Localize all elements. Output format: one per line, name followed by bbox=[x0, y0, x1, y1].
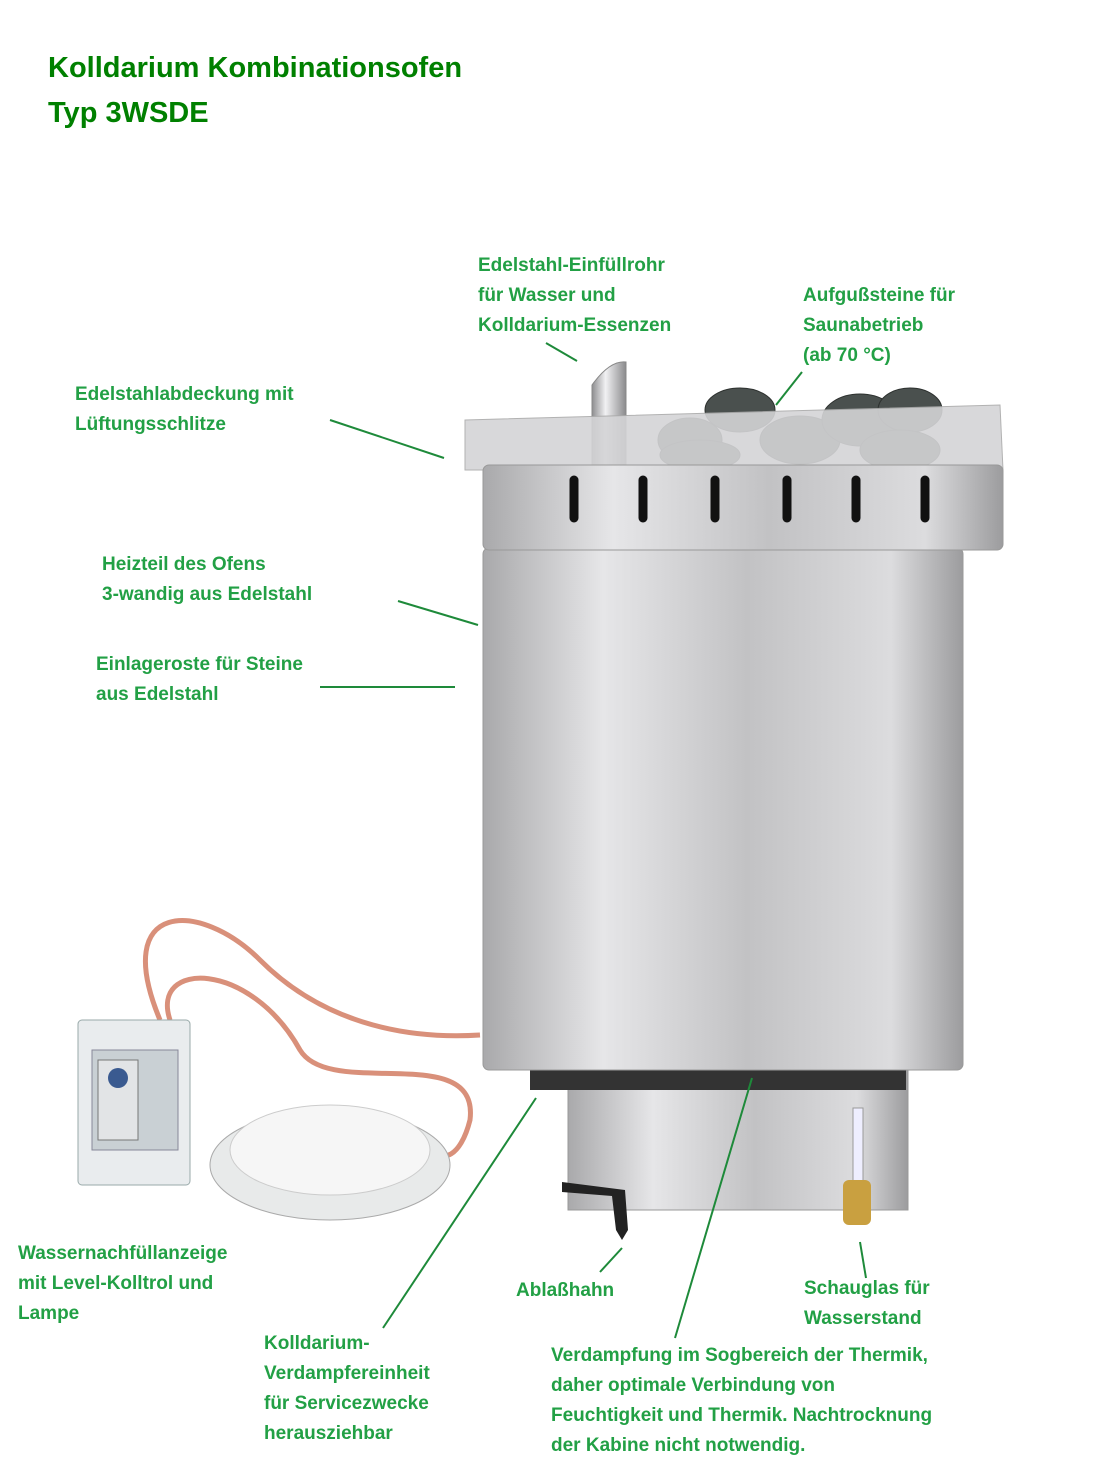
label-line: Einlageroste für Steine bbox=[96, 654, 303, 675]
label-line: Schauglas für bbox=[804, 1278, 930, 1299]
label-heater: Heizteil des Ofens 3-wandig aus Edelstah… bbox=[102, 550, 312, 610]
sight-glass bbox=[852, 1107, 864, 1184]
label-cover: Edelstahlabdeckung mit Lüftungsschlitze bbox=[75, 380, 294, 440]
label-line: Edelstahl-Einfüllrohr bbox=[478, 255, 665, 276]
label-grates: Einlageroste für Steine aus Edelstahl bbox=[96, 650, 303, 710]
title-line-1: Kolldarium Kombinationsofen bbox=[48, 52, 463, 84]
label-line: mit Level-Kolltrol und bbox=[18, 1273, 214, 1294]
label-refill-indicator: Wassernachfüllanzeige mit Level-Kolltrol… bbox=[18, 1239, 227, 1329]
label-line: Ablaßhahn bbox=[516, 1280, 615, 1301]
label-line: Lüftungsschlitze bbox=[75, 414, 226, 435]
label-line: Saunabetrieb bbox=[803, 315, 924, 336]
label-line: der Kabine nicht notwendig. bbox=[551, 1435, 806, 1456]
label-line: für Servicezwecke bbox=[264, 1393, 429, 1414]
label-line: herausziehbar bbox=[264, 1423, 393, 1444]
label-fill-pipe: Edelstahl-Einfüllrohr für Wasser und Kol… bbox=[478, 251, 671, 341]
label-line: Aufgußsteine für bbox=[803, 285, 955, 306]
ventilation-slots bbox=[569, 475, 930, 523]
label-stones: Aufgußsteine für Saunabetrieb (ab 70 °C) bbox=[803, 281, 955, 371]
label-line: Kolldarium-Essenzen bbox=[478, 315, 672, 336]
label-line: Kolldarium- bbox=[264, 1333, 370, 1354]
label-line: Wasserstand bbox=[804, 1308, 922, 1329]
title-line-2: Typ 3WSDE bbox=[48, 97, 209, 129]
label-line: Edelstahlabdeckung mit bbox=[75, 384, 294, 405]
label-line: Wassernachfüllanzeige bbox=[18, 1243, 228, 1264]
control-box bbox=[77, 1019, 191, 1186]
cable bbox=[143, 918, 481, 1159]
label-line: daher optimale Verbindung von bbox=[551, 1375, 835, 1396]
label-drain-valve: Ablaßhahn bbox=[516, 1276, 614, 1306]
heater-body bbox=[482, 547, 964, 1071]
label-line: Verdampfereinheit bbox=[264, 1363, 430, 1384]
label-line: Heizteil des Ofens bbox=[102, 554, 266, 575]
label-line: aus Edelstahl bbox=[96, 684, 219, 705]
top-cover bbox=[482, 464, 1004, 551]
label-line: für Wasser und bbox=[478, 285, 616, 306]
leader-lines bbox=[320, 342, 867, 1339]
label-line: 3-wandig aus Edelstahl bbox=[102, 584, 313, 605]
label-line: Feuchtigkeit und Thermik. Nachtrocknung bbox=[551, 1405, 933, 1426]
lamp bbox=[209, 1104, 451, 1221]
drain-valve bbox=[562, 1182, 628, 1240]
diagram-title: Kolldarium Kombinationsofen Typ 3WSDE bbox=[48, 46, 462, 136]
label-evaporator-unit: Kolldarium- Verdampfereinheit für Servic… bbox=[264, 1329, 430, 1449]
label-line: Lampe bbox=[18, 1303, 80, 1324]
label-sight-glass: Schauglas für Wasserstand bbox=[804, 1274, 930, 1334]
label-evaporation: Verdampfung im Sogbereich der Thermik, d… bbox=[551, 1341, 932, 1461]
label-line: Verdampfung im Sogbereich der Thermik, bbox=[551, 1345, 928, 1366]
label-line: (ab 70 °C) bbox=[803, 345, 891, 366]
